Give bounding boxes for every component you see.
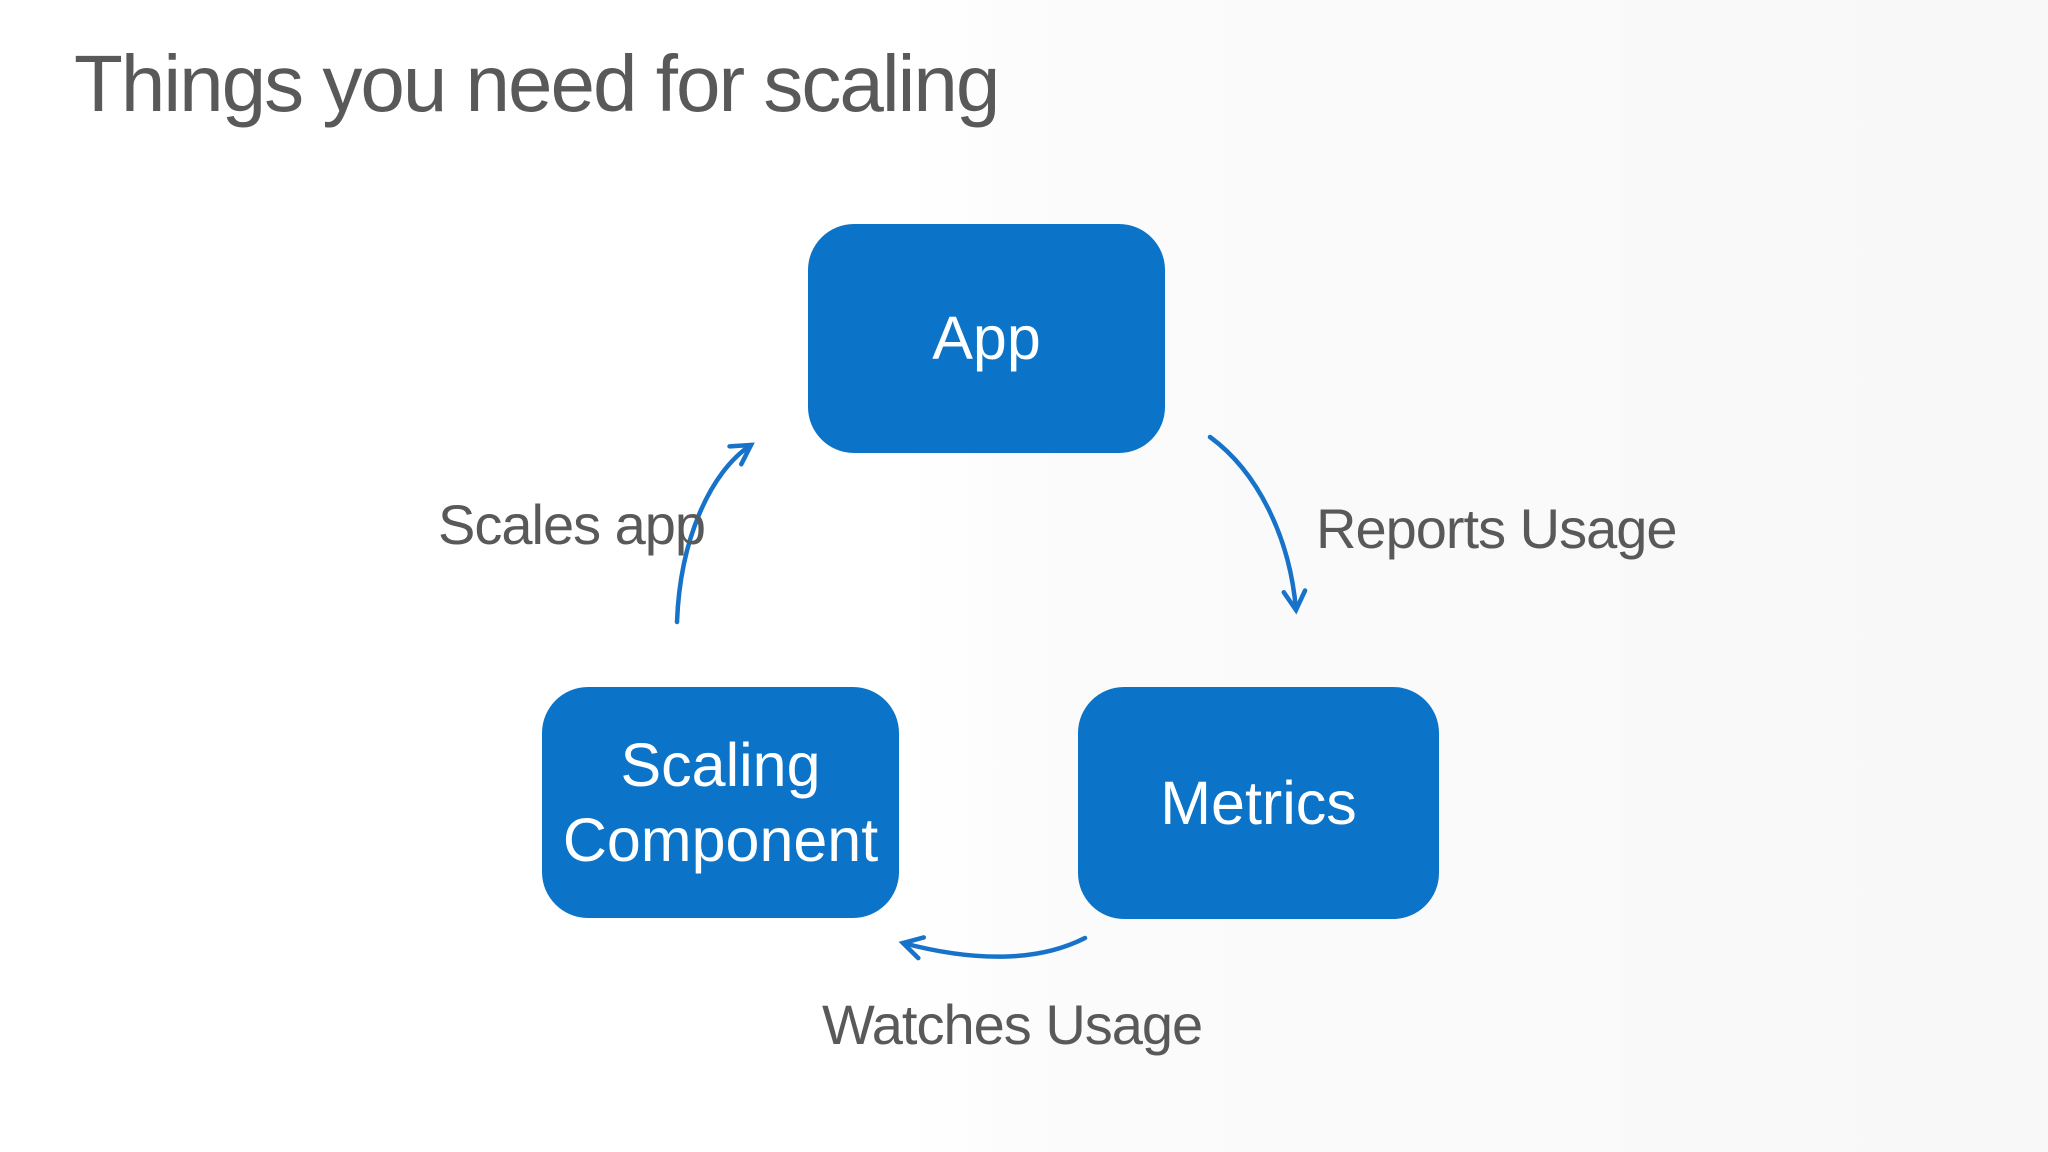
arrow-watches-usage (898, 935, 1088, 961)
edge-label-reports-usage: Reports Usage (1316, 497, 1678, 560)
node-app: App (808, 224, 1165, 453)
node-scaling-component: Scaling Component (542, 687, 899, 918)
slide-title: Things you need for scaling (74, 39, 1000, 128)
edge-label-scales-app: Scales app (438, 493, 706, 556)
node-scaling-component-label: Scaling Component (562, 731, 879, 874)
node-metrics-label: Metrics (1160, 768, 1357, 837)
arrow-reports-usage (1207, 434, 1308, 615)
node-app-label: App (932, 304, 1041, 373)
edge-label-watches-usage: Watches Usage (822, 993, 1203, 1056)
node-metrics: Metrics (1078, 687, 1439, 919)
